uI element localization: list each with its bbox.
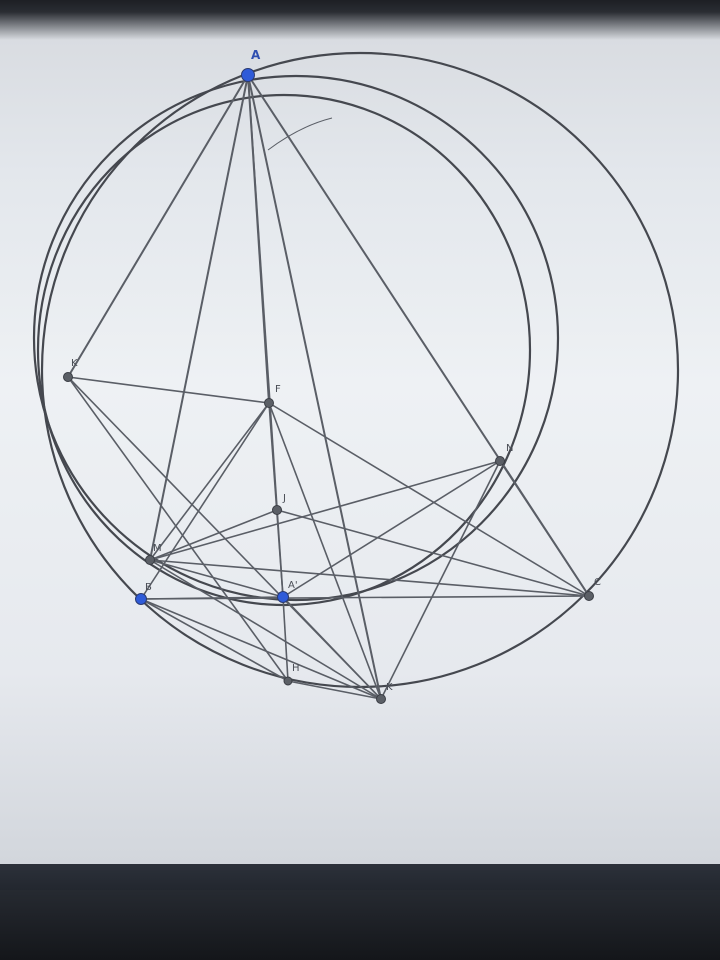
label-A-prime: A'	[288, 580, 298, 591]
segment-A1-K2	[282, 596, 382, 700]
segment-K-H	[67, 376, 289, 682]
points	[63, 68, 594, 704]
point-B[interactable]	[135, 593, 147, 605]
segment-F-C	[268, 402, 590, 597]
label-M: M	[153, 543, 162, 554]
segment-F-A1	[268, 402, 284, 598]
point-N[interactable]	[495, 456, 505, 466]
segment-A-K	[67, 74, 249, 378]
point-H[interactable]	[283, 676, 293, 686]
circle-mid	[32, 74, 560, 602]
segment-F-M	[149, 402, 270, 561]
label-K: K	[71, 358, 78, 369]
segment-B-A1	[140, 596, 284, 600]
segment-N-C	[499, 460, 590, 597]
labels: A K F N J M B A' C H K	[71, 48, 601, 693]
point-K-bottom[interactable]	[376, 694, 386, 704]
point-F[interactable]	[264, 398, 274, 408]
label-F: F	[275, 384, 281, 395]
point-J[interactable]	[272, 505, 282, 515]
segment-F-B	[140, 402, 270, 600]
segment-A-K2	[247, 74, 382, 700]
segment-B-H	[140, 598, 289, 682]
label-A: A	[251, 48, 261, 62]
top-shadow	[0, 0, 720, 40]
label-B: B	[145, 582, 152, 593]
segment-H-K2	[287, 680, 382, 700]
segment-M-K2	[149, 559, 382, 700]
point-C[interactable]	[584, 591, 594, 601]
small-arc	[267, 117, 333, 151]
segment-K-F	[67, 376, 270, 404]
label-J: J	[282, 493, 286, 504]
segment-A1-H	[282, 596, 289, 682]
label-K-bottom: K	[386, 682, 393, 693]
point-A-prime[interactable]	[277, 591, 289, 603]
point-K[interactable]	[63, 372, 73, 382]
label-C: C	[594, 577, 601, 588]
segment-J-M	[149, 509, 278, 561]
segment-N-M	[149, 460, 501, 561]
point-A[interactable]	[241, 68, 255, 82]
segment-A-M	[149, 74, 249, 561]
segment-B-K2	[140, 598, 382, 700]
segment-M-A1	[149, 559, 284, 598]
segment-N-A1	[282, 460, 501, 598]
label-N: N	[506, 443, 513, 454]
label-H: H	[292, 663, 300, 674]
monitor-bezel-edge	[0, 890, 720, 960]
segment-N-K2	[380, 460, 501, 700]
segment-F-K2	[268, 402, 382, 700]
segment-J-C	[276, 509, 590, 597]
segment-M-C	[149, 559, 590, 597]
point-M[interactable]	[145, 555, 155, 565]
